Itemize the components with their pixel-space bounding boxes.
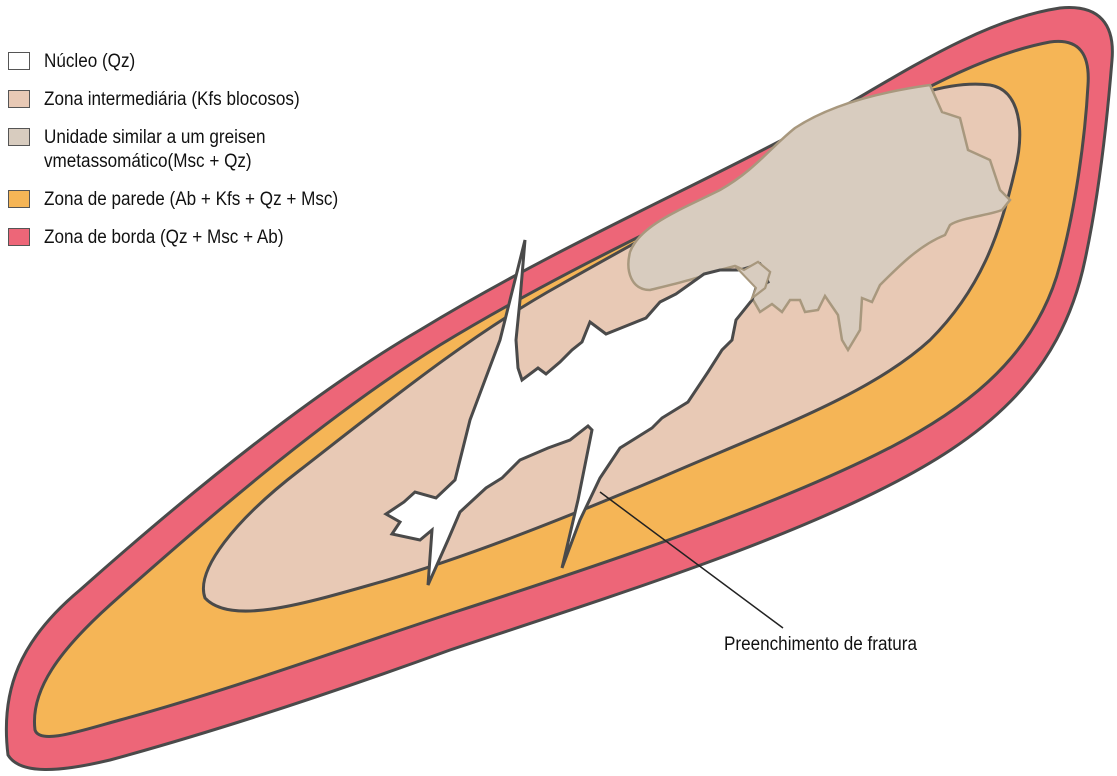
legend-item-border-zone: Zona de borda (Qz + Msc + Ab) (8, 226, 371, 250)
legend-swatch-wall-zone (8, 190, 30, 208)
legend-label-border-zone: Zona de borda (Qz + Msc + Ab) (44, 226, 284, 250)
legend-swatch-core (8, 52, 30, 70)
legend-swatch-intermediate-zone (8, 90, 30, 108)
legend-label-greisen-unit-line2: vmetassomático(Msc + Qz) (44, 150, 265, 174)
legend-swatch-greisen-unit (8, 128, 30, 146)
legend-label-greisen-unit: Unidade similar a um greisen vmetassomát… (44, 126, 265, 174)
legend-item-wall-zone: Zona de parede (Ab + Kfs + Qz + Msc) (8, 188, 371, 212)
legend-label-intermediate-zone: Zona intermediária (Kfs blocosos) (44, 88, 300, 112)
fracture-fill-label: Preenchimento de fratura (724, 634, 917, 656)
legend-item-greisen-unit: Unidade similar a um greisen vmetassomát… (8, 126, 371, 174)
legend: Núcleo (Qz) Zona intermediária (Kfs bloc… (8, 50, 371, 264)
legend-label-greisen-unit-line1: Unidade similar a um greisen (44, 126, 265, 150)
legend-label-wall-zone: Zona de parede (Ab + Kfs + Qz + Msc) (44, 188, 338, 212)
legend-label-core: Núcleo (Qz) (44, 50, 135, 74)
legend-item-intermediate-zone: Zona intermediária (Kfs blocosos) (8, 88, 371, 112)
legend-swatch-border-zone (8, 228, 30, 246)
legend-item-core: Núcleo (Qz) (8, 50, 371, 74)
